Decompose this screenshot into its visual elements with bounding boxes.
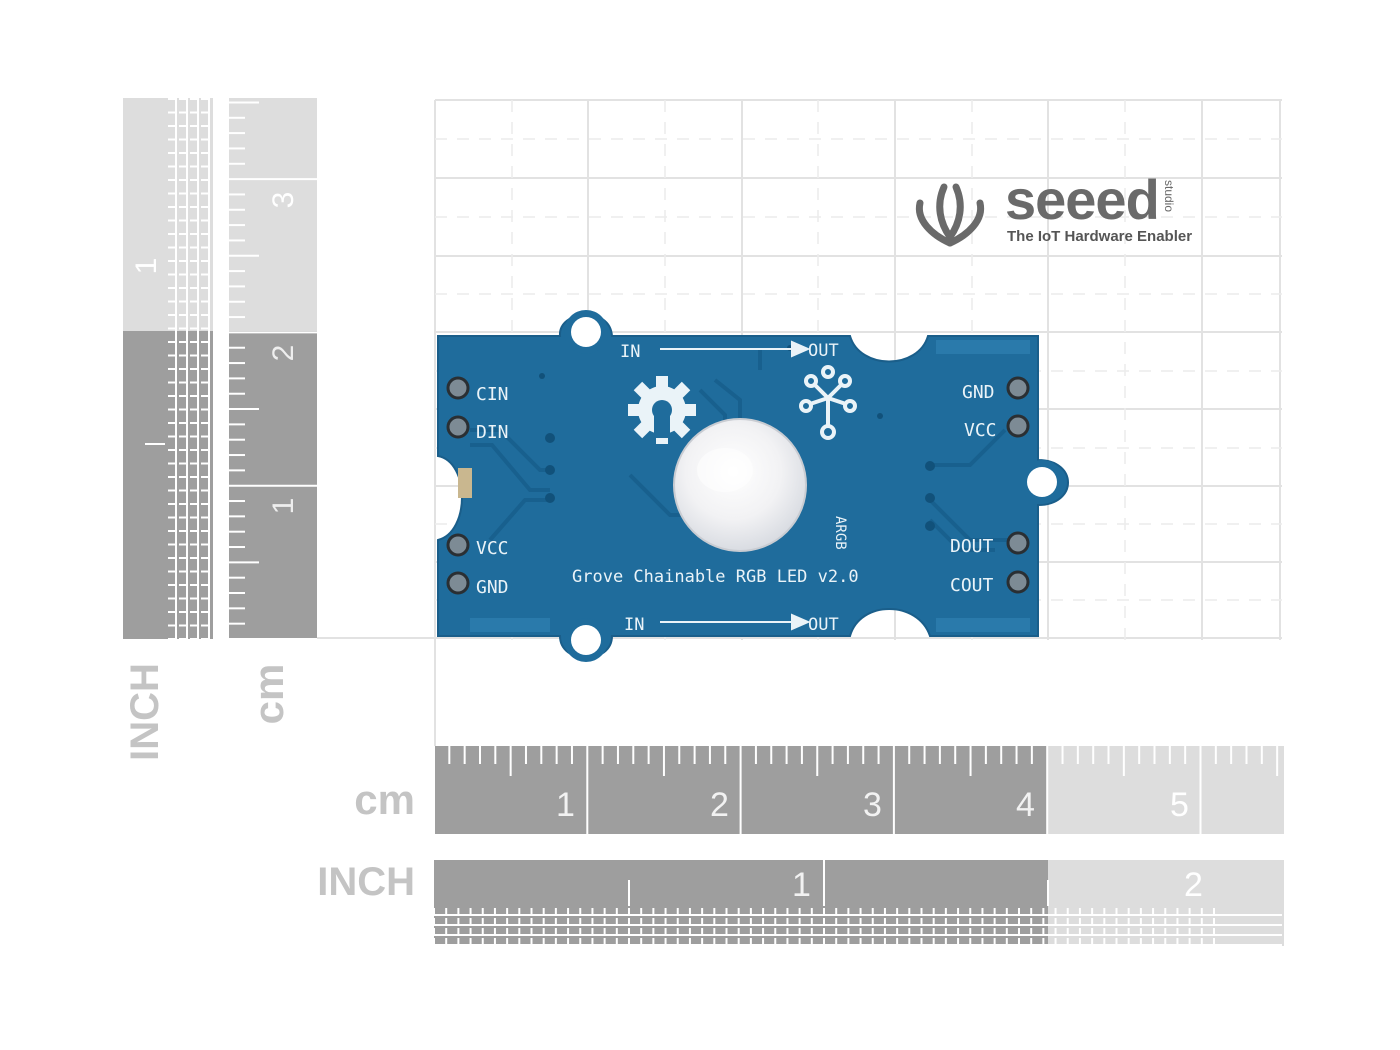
seeed-leaf-icon	[915, 183, 985, 247]
ruler-number: 2	[1184, 866, 1203, 904]
ruler-number: 1	[792, 866, 811, 904]
molecule-icon	[799, 365, 857, 440]
pin-label-vcc-out: VCC	[964, 420, 997, 441]
bottom-in-label: IN	[624, 615, 644, 635]
open-hardware-gear-icon	[628, 376, 696, 444]
pin-pads	[446, 376, 1030, 595]
ruler-number: 1	[556, 786, 575, 824]
pin-label-dout: DOUT	[950, 536, 994, 557]
ruler-number: 2	[267, 344, 300, 362]
ruler-number: 5	[1170, 786, 1189, 824]
mount-hole	[1027, 467, 1057, 497]
bottom-inch-ruler: 1 2	[433, 860, 1284, 946]
signal-arrows	[660, 340, 811, 631]
mount-hole	[571, 317, 601, 347]
pin-label-din: DIN	[476, 422, 509, 443]
bottom-out-label: OUT	[808, 615, 839, 635]
pin-label-gnd: GND	[476, 577, 509, 598]
seeed-studio: studio	[1162, 180, 1176, 213]
seeed-brand: seeed	[1005, 168, 1160, 231]
pcb-board: IN OUT IN OUT CIN DIN VCC GND GND VCC DO…	[437, 310, 1069, 662]
pin-label-gnd-out: GND	[962, 382, 995, 403]
left-inch-ruler: 1	[123, 98, 213, 640]
pin-label-cin: CIN	[476, 384, 509, 405]
seeed-tagline: The IoT Hardware Enabler	[1007, 228, 1193, 245]
top-out-label: OUT	[808, 341, 839, 361]
top-in-label: IN	[620, 342, 640, 362]
ruler-number: 3	[863, 786, 882, 824]
left-cm-label: cm	[245, 663, 292, 725]
pin-label-vcc: VCC	[476, 538, 509, 559]
left-cm-ruler	[229, 98, 317, 640]
board-title: Grove Chainable RGB LED v2.0	[572, 567, 859, 587]
ruler-number: 2	[710, 786, 729, 824]
mount-hole	[571, 625, 601, 655]
left-inch-label: INCH	[123, 663, 167, 761]
pin-label-cout: COUT	[950, 575, 994, 596]
led-label: ARGB	[832, 516, 848, 550]
ruler-number: 1	[267, 497, 300, 515]
bottom-cm-label: cm	[354, 776, 415, 823]
ruler-number: 3	[267, 191, 300, 209]
ruler-number: 4	[1016, 786, 1035, 824]
ruler-number: 1	[130, 257, 163, 275]
seeed-logo: seeed studio The IoT Hardware Enabler	[910, 168, 1210, 255]
bottom-inch-label: INCH	[317, 860, 415, 904]
bottom-cm-ruler: 1 2 3 4 5	[433, 746, 1284, 834]
